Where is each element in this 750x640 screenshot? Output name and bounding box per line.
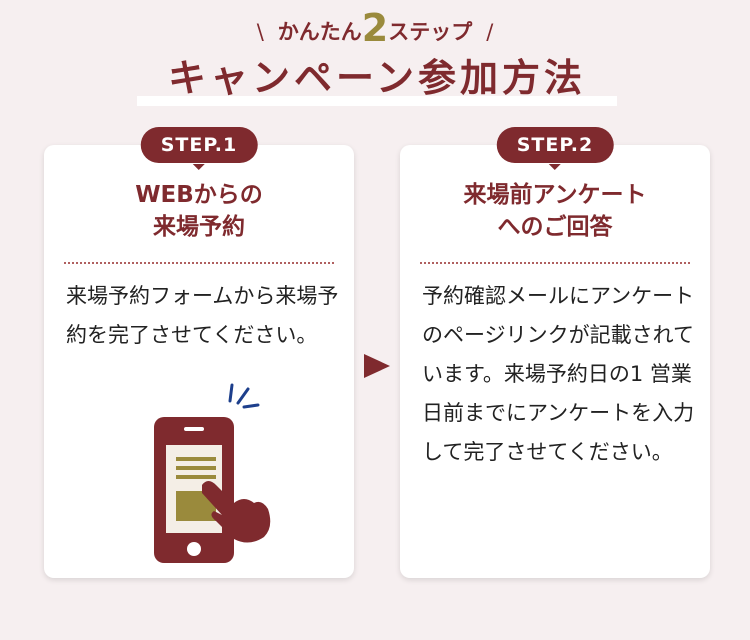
subtitle-post: ステップ (388, 20, 473, 44)
step-body: 予約確認メールにアンケートのページリンクが記載されています。来場予約日の1 営業… (422, 284, 695, 464)
dotted-divider (420, 262, 690, 264)
dotted-divider (64, 262, 334, 264)
slash-left: \ (256, 20, 264, 44)
step-badge: STEP.1 (140, 127, 258, 170)
slash-right: / (486, 20, 494, 44)
step-heading: WEBからの来場予約 (44, 179, 354, 243)
step-body: 来場予約フォームから来場予約を完了させてください。 (66, 284, 339, 347)
step-2-card: STEP.2 来場前アンケートへのご回答 予約確認メールにアンケートのページリン… (400, 127, 710, 578)
heading-line: 来場前アンケート (463, 182, 647, 208)
heading-line: へのご回答 (497, 214, 613, 240)
heading-line: WEBからの (135, 182, 263, 208)
heading-line: 来場予約 (153, 214, 245, 240)
step-heading: 来場前アンケートへのご回答 (400, 179, 710, 243)
step-1-card: STEP.1 WEBからの来場予約 来場予約フォームから来場予約を完了させてくだ… (44, 127, 354, 578)
smartphone-tap-icon (154, 383, 271, 563)
subtitle-number: 2 (361, 6, 389, 50)
subtitle-pre: かんたん (277, 20, 362, 44)
next-arrow-icon (364, 354, 390, 378)
page-title: キャンペーン参加方法 (137, 56, 617, 106)
step-badge: STEP.2 (496, 127, 614, 170)
subtitle: \ かんたん2ステップ / (0, 8, 750, 52)
